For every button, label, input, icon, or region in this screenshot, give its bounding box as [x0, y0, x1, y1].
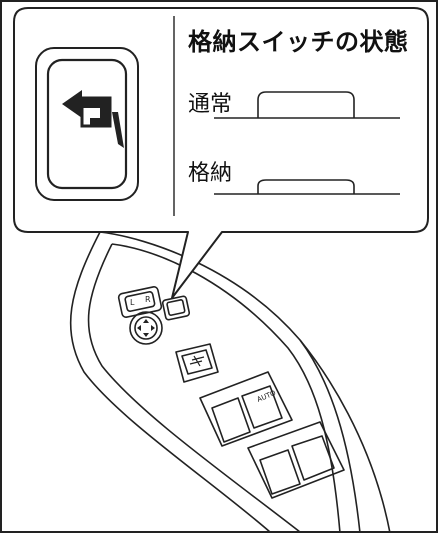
window-switch-passenger-bezel	[247, 421, 345, 499]
window-switch-driver-left	[211, 397, 251, 443]
door-switch-panel: L R AUTO	[69, 231, 391, 533]
callout-title: 格納スイッチの状態	[188, 28, 409, 56]
lock-icon	[189, 355, 205, 367]
fold-switch-small	[161, 295, 191, 321]
mirror-adjust-arrows	[137, 319, 155, 337]
window-switch-driver-bezel	[199, 371, 293, 447]
panel-right-edge-1	[299, 339, 361, 533]
lr-switch-label-r: R	[145, 295, 151, 304]
panel-outline-inner	[87, 243, 301, 533]
fold-switch-small-inner	[166, 299, 186, 316]
lr-switch-label-l: L	[130, 298, 135, 307]
mirror-adjust-switch-outer	[129, 311, 163, 345]
state-normal-diagram	[214, 91, 400, 119]
callout-box	[13, 7, 429, 299]
fold-switch-bezel	[35, 47, 139, 201]
state-stowed-diagram	[214, 179, 400, 195]
window-lock-switch-inner	[181, 349, 213, 375]
fold-switch-large	[35, 47, 139, 201]
window-switch-driver-right	[241, 385, 283, 429]
mirror-adjust-switch-inner	[134, 316, 158, 340]
lr-switch	[117, 286, 163, 318]
fold-mirror-icon	[62, 90, 124, 148]
fold-switch-button	[46, 58, 128, 190]
state-stowed-label: 格納	[188, 161, 233, 186]
panel-right-edge-3	[299, 339, 391, 533]
window-switch-passenger-left	[259, 449, 301, 495]
window-lock-switch	[175, 343, 219, 383]
window-switch-passenger-right	[291, 435, 335, 481]
state-normal-label: 通常	[188, 92, 233, 117]
panel-outline-outer	[69, 231, 271, 533]
lr-switch-inner	[124, 291, 156, 312]
